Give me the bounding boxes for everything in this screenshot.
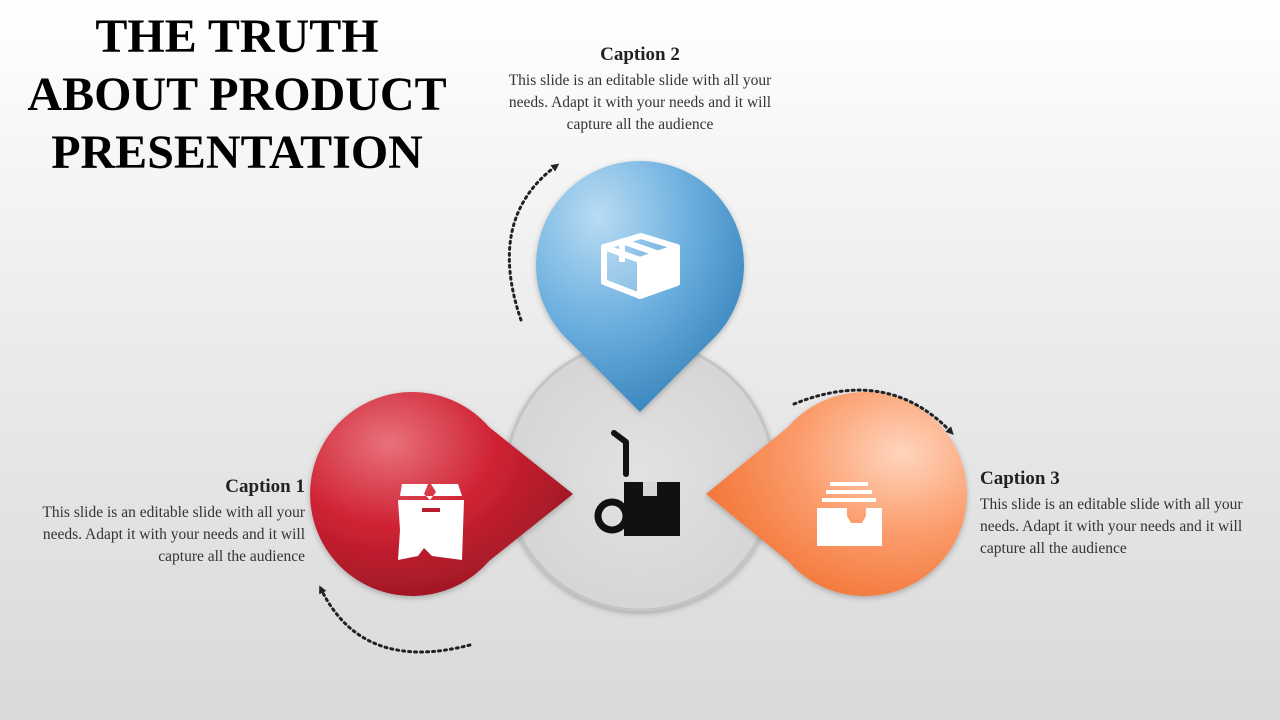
curved-arrow-bottom-left xyxy=(319,585,472,654)
curved-arrow-top xyxy=(507,163,560,322)
caption-2-body: This slide is an editable slide with all… xyxy=(508,72,772,133)
caption-1: Caption 1 This slide is an editable slid… xyxy=(10,476,305,568)
caption-3-body: This slide is an editable slide with all… xyxy=(980,496,1243,557)
caption-2: Caption 2 This slide is an editable slid… xyxy=(490,44,790,136)
open-box-icon xyxy=(398,484,464,560)
caption-3: Caption 3 This slide is an editable slid… xyxy=(980,468,1260,560)
caption-1-title: Caption 1 xyxy=(225,476,305,497)
caption-3-title: Caption 3 xyxy=(980,468,1060,489)
curved-arrow-right xyxy=(792,388,954,435)
caption-1-body: This slide is an editable slide with all… xyxy=(42,504,305,565)
box-icon xyxy=(601,233,680,299)
inbox-tray-icon xyxy=(817,482,882,546)
hand-truck-icon xyxy=(594,430,680,536)
slide-title: THE TRUTH ABOUT PRODUCT PRESENTATION xyxy=(27,10,447,179)
caption-2-title: Caption 2 xyxy=(600,44,680,65)
